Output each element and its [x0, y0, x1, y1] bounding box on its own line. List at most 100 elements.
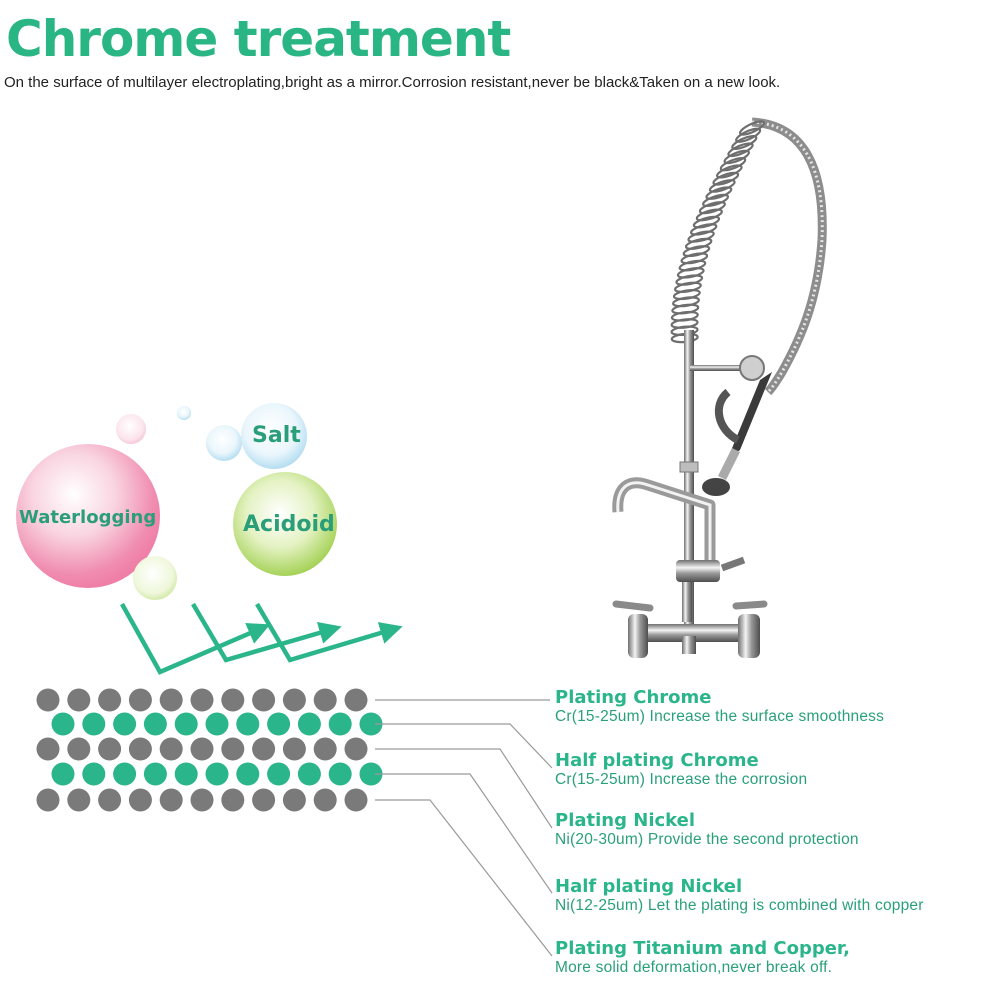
- mixing-handle: [720, 556, 746, 572]
- arrow-3: [255, 602, 403, 663]
- layer-dot: [297, 712, 321, 736]
- swing-spout: [612, 477, 716, 560]
- layer-dot: [67, 788, 91, 812]
- small-bubble-blue: [206, 425, 242, 461]
- spring-coil-loop: [712, 171, 740, 186]
- connector-line: [375, 723, 553, 769]
- layer-dot: [128, 688, 152, 712]
- layer-dot: [236, 762, 260, 786]
- layer-dot: [313, 688, 337, 712]
- layer-dot: [252, 688, 276, 712]
- layer-dot: [128, 788, 152, 812]
- layer-title: Plating Titanium and Copper,: [555, 938, 851, 959]
- spray-valve-body: [728, 372, 772, 458]
- layer-dot: [344, 737, 368, 761]
- layer-dot: [297, 762, 321, 786]
- layer-dot: [190, 788, 214, 812]
- layer-title: Plating Chrome: [555, 687, 712, 708]
- right-supply: [738, 614, 760, 658]
- layer-dot: [51, 712, 75, 736]
- layer-dot: [313, 737, 337, 761]
- arrow-2: [191, 602, 342, 663]
- layer-dot: [221, 737, 245, 761]
- corrosion-arrows: [120, 602, 403, 675]
- spring-coil-loop: [682, 245, 711, 258]
- layer-dot: [159, 688, 183, 712]
- layer-dot: [36, 688, 60, 712]
- layer-title: Plating Nickel: [555, 810, 696, 831]
- spring-coil-loop: [727, 142, 754, 158]
- layer-desc: More solid deformation,never break off.: [555, 959, 833, 976]
- layer-dot: [344, 688, 368, 712]
- tiny-bubble: [177, 406, 191, 420]
- layer-dot: [98, 788, 122, 812]
- spring-coil-loop: [690, 223, 718, 236]
- layer-desc: Ni(12-25um) Let the plating is combined …: [555, 897, 924, 914]
- spray-head: [702, 478, 730, 496]
- layer-dot: [67, 688, 91, 712]
- layer-dot: [159, 788, 183, 812]
- spring-coil-loop: [738, 120, 766, 136]
- spring-coil-loop: [687, 230, 715, 243]
- bubble-label-salt: Salt: [252, 423, 301, 448]
- spring-coil-loop: [698, 201, 726, 215]
- waterlogging-bubble: [16, 444, 160, 588]
- bubble-cluster: [16, 403, 337, 600]
- spring-coil-loop: [731, 135, 758, 150]
- connector-line: [375, 799, 553, 957]
- spring-coil-loop: [705, 186, 733, 200]
- layer-title: Half plating Chrome: [555, 750, 759, 771]
- wall-bracket-arm: [690, 365, 750, 371]
- spring-coil-loop: [680, 252, 709, 265]
- layer-dot: [174, 712, 198, 736]
- pre-rinse-faucet-image: [612, 117, 827, 658]
- layer-dot: [328, 762, 352, 786]
- layer-dot: [113, 762, 137, 786]
- salt-bubble: [241, 403, 307, 469]
- layer-dot: [252, 737, 276, 761]
- layer-dot: [221, 788, 245, 812]
- spring-coil: [670, 120, 766, 344]
- layer-dot: [344, 788, 368, 812]
- layer-dot: [313, 788, 337, 812]
- layer-dot: [267, 762, 291, 786]
- layer-label-half-plating-chrome: Half plating Chrome Cr(15-25um) Increase…: [555, 752, 807, 788]
- layer-dot: [51, 762, 75, 786]
- layer-dot: [282, 688, 306, 712]
- spring-coil-loop: [678, 259, 707, 272]
- spring-coil-loop: [735, 127, 762, 143]
- spring-coil-loop: [692, 215, 721, 229]
- acidoid-bubble: [233, 472, 337, 576]
- layer-dot: [190, 688, 214, 712]
- small-bubble-green: [133, 556, 177, 600]
- layer-desc: Cr(15-25um) Increase the surface smoothn…: [555, 708, 885, 725]
- layer-desc: Ni(20-30um) Provide the second protectio…: [555, 831, 859, 848]
- layer-dot: [282, 788, 306, 812]
- layer-dot: [267, 712, 291, 736]
- layer-label-plating-nickel: Plating Nickel Ni(20-30um) Provide the s…: [555, 812, 859, 848]
- page-subtitle: On the surface of multilayer electroplat…: [4, 74, 781, 91]
- layer-dot: [82, 712, 106, 736]
- layer-label-plating-titanium-copper: Plating Titanium and Copper, More solid …: [555, 940, 850, 976]
- arrow-1: [120, 602, 271, 675]
- bubble-label-acidoid: Acidoid: [243, 512, 335, 537]
- spring-coil-loop: [702, 193, 730, 208]
- layer-dot: [98, 737, 122, 761]
- spray-valve-handle: [715, 388, 741, 444]
- layer-dot: [359, 762, 383, 786]
- plating-layer-grid: [36, 688, 383, 812]
- layer-dot: [36, 788, 60, 812]
- wall-mount-bar: [628, 624, 756, 642]
- right-valve-handle: [732, 600, 768, 610]
- layer-dot: [221, 688, 245, 712]
- layer-dot: [113, 712, 137, 736]
- connector-line: [375, 773, 553, 894]
- spring-coil-loop: [716, 164, 743, 179]
- page-title: Chrome treatment: [6, 10, 511, 68]
- spring-coil-loop: [708, 179, 736, 193]
- layer-label-plating-chrome: Plating Chrome Cr(15-25um) Increase the …: [555, 689, 884, 725]
- layer-dot: [128, 737, 152, 761]
- layer-dot: [159, 737, 183, 761]
- spring-coil-loop: [684, 237, 713, 250]
- riser-pipe: [684, 330, 694, 648]
